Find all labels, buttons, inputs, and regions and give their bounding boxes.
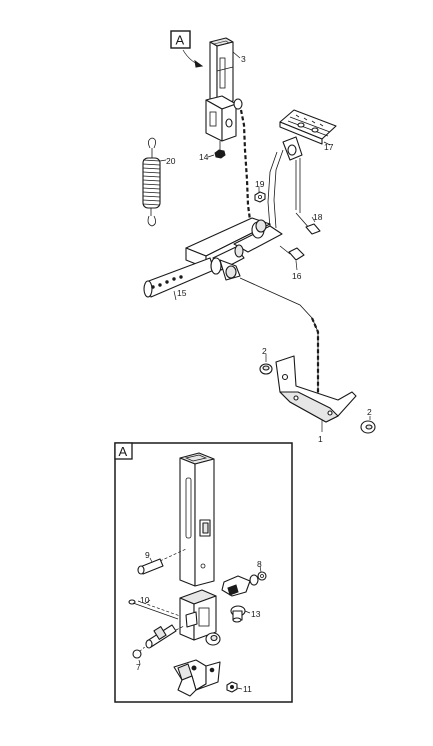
part-20-spring	[142, 137, 167, 227]
callout-13: 13	[251, 609, 261, 619]
part-17-pedal	[279, 109, 337, 213]
callout-16: 16	[292, 271, 302, 281]
callout-3: 3	[241, 54, 246, 64]
callout-7: 7	[136, 662, 141, 672]
callout-2-left: 2	[262, 346, 267, 356]
part-2-bushing-right	[360, 416, 376, 434]
callout-1: 1	[318, 434, 323, 444]
part-9-pin	[137, 548, 187, 575]
part-1-bracket	[275, 355, 357, 432]
callout-14: 14	[199, 152, 209, 162]
part-11-nut	[226, 681, 243, 693]
view-a-marker: A	[170, 30, 204, 68]
detail-pin-spacer	[145, 624, 185, 649]
detail-a-letter: A	[119, 444, 128, 459]
detail-tube	[179, 452, 215, 587]
callout-2-right: 2	[367, 407, 372, 417]
callout-19: 19	[255, 179, 265, 189]
part-3-vertical-tube	[205, 37, 243, 142]
part-15-pivot-arm	[143, 217, 283, 301]
callout-10: 10	[140, 595, 150, 605]
callout-15: 15	[177, 288, 187, 298]
part-14-nut	[207, 141, 226, 159]
view-a-letter: A	[176, 33, 185, 48]
detail-bracket	[179, 589, 221, 646]
part-16-bolt	[279, 245, 305, 271]
part-18-bolt	[295, 212, 321, 235]
callout-9: 9	[145, 550, 150, 560]
part-19-nut	[254, 187, 266, 203]
callout-20: 20	[166, 156, 176, 166]
callout-11: 11	[243, 684, 252, 694]
callout-18: 18	[313, 212, 323, 222]
part-7-clip	[132, 645, 147, 665]
callout-17: 17	[324, 142, 334, 152]
detail-u-bracket	[173, 659, 221, 697]
part-13-button	[230, 605, 251, 623]
callout-8: 8	[257, 559, 262, 569]
part-8-knob	[221, 565, 267, 597]
cable-upper	[239, 109, 252, 221]
part-10-bolt	[128, 599, 181, 620]
part-2-bushing-left	[259, 354, 273, 375]
